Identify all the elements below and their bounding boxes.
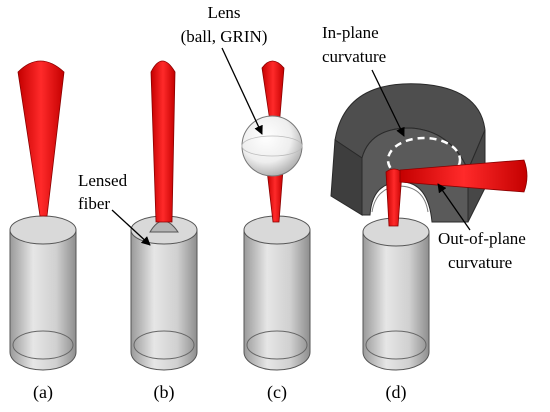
panel-label-d: (d) xyxy=(386,382,407,403)
curved-waveguide-block xyxy=(330,83,486,223)
lensed-fiber-label-line2: fiber xyxy=(78,194,110,213)
lens-label-line1: Lens xyxy=(207,3,240,22)
fiber-d xyxy=(362,217,430,371)
inplane-label-line2: curvature xyxy=(322,47,386,66)
fiber-a xyxy=(9,215,77,371)
panel-label-a: (a) xyxy=(33,382,53,403)
outplane-label-line2: curvature xyxy=(448,253,512,272)
beam-a xyxy=(17,60,65,217)
panel-d: (d) xyxy=(330,83,528,403)
beam-b xyxy=(150,60,176,223)
lensed-fiber-label-line1: Lensed xyxy=(78,171,128,190)
outplane-arrow xyxy=(437,183,471,231)
in-plane-curvature-outline xyxy=(386,136,462,184)
panel-c: (c) xyxy=(241,60,311,403)
beam-c-upper xyxy=(261,60,285,129)
outplane-label-line1: Out-of-plane xyxy=(438,229,526,248)
lensed-fiber-arrow xyxy=(111,209,151,246)
panel-label-b: (b) xyxy=(154,382,175,403)
panel-a: (a) xyxy=(9,60,77,403)
fiber-b xyxy=(130,215,198,371)
lens-label-line2: (ball, GRIN) xyxy=(181,27,268,46)
lens-arrow xyxy=(221,47,263,135)
panel-b: (b) xyxy=(130,60,198,403)
beam-d-horizontal xyxy=(399,159,528,193)
ball-lens xyxy=(241,115,303,177)
fiber-c xyxy=(243,215,311,371)
inplane-label-line1: In-plane xyxy=(322,23,379,42)
panel-label-c: (c) xyxy=(267,382,287,403)
inplane-arrow xyxy=(371,69,405,137)
